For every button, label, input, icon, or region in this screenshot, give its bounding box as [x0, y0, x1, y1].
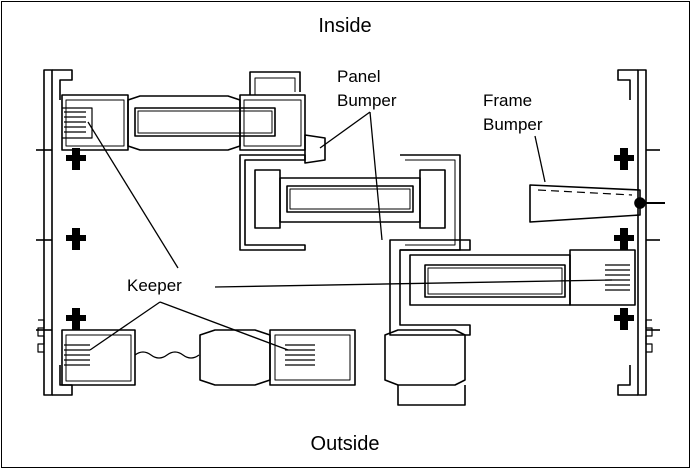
frame-bumper [529, 184, 665, 223]
panel-bumper-label-line2: Bumper [337, 91, 397, 110]
frame-bumper-label-line1: Frame [483, 91, 532, 110]
panel-bumper-leader-lower [369, 111, 383, 241]
keeper-leader-bottom-left [89, 301, 161, 351]
frame-bumper-label-line2: Bumper [483, 115, 543, 134]
keeper-label: Keeper [127, 276, 182, 295]
top-panel [61, 71, 326, 164]
frame-fasteners [66, 148, 634, 330]
frame-bumper-leader [534, 135, 546, 183]
leader-lines [87, 111, 613, 351]
panel-bumper-label-line1: Panel [337, 67, 380, 86]
right-panel [389, 239, 636, 336]
right-frame-jamb [617, 69, 660, 396]
middle-panel [239, 154, 461, 251]
inside-label: Inside [318, 15, 371, 37]
keeper-leader-bottom-mid [159, 301, 289, 351]
outside-label: Outside [311, 433, 380, 455]
panel-bumper-leader-upper [319, 111, 371, 149]
left-frame-jamb [36, 69, 73, 396]
bottom-panels [61, 329, 466, 406]
keeper-leader-top [87, 121, 179, 269]
keeper-leader-right [214, 279, 613, 288]
